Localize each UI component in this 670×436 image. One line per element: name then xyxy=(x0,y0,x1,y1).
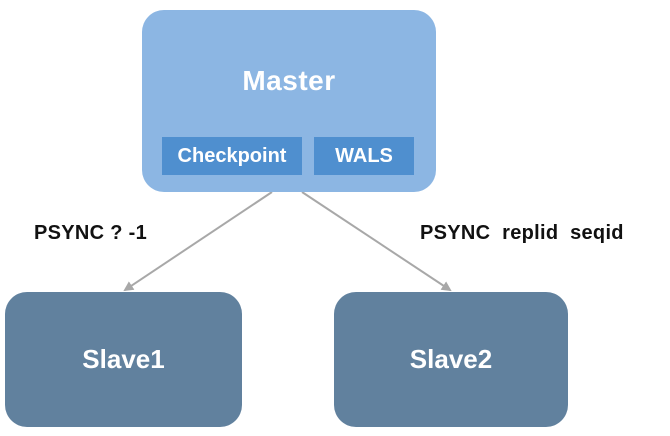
checkpoint-box: Checkpoint xyxy=(162,137,302,175)
master-title: Master xyxy=(242,65,336,96)
slave1-node: Slave1 xyxy=(5,292,242,427)
wals-box: WALS xyxy=(314,137,414,175)
edge-master-slave1 xyxy=(123,191,273,292)
slave2-label: Slave2 xyxy=(409,344,493,374)
master-node: Master Checkpoint WALS xyxy=(142,10,436,192)
edge-label-slave1: PSYNC ? -1 xyxy=(34,222,148,244)
slave1-label: Slave1 xyxy=(82,344,165,374)
slave2-node: Slave2 xyxy=(334,292,568,427)
edge-label-slave2: PSYNC replid seqid xyxy=(420,222,624,244)
edge-master-slave2 xyxy=(301,191,452,292)
